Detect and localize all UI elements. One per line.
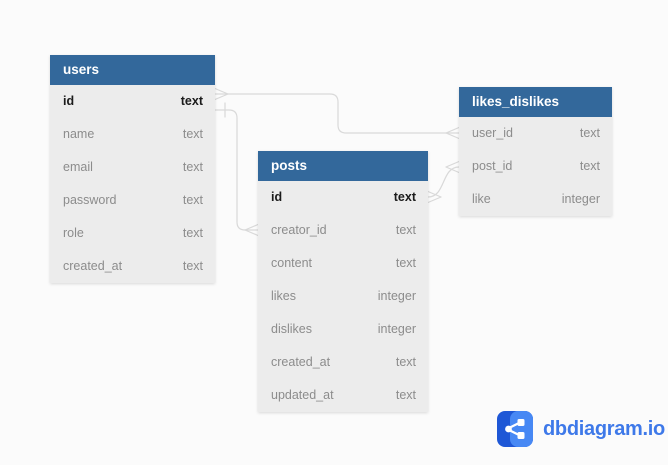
field-type: text (579, 126, 600, 140)
field-row-users-role[interactable]: role text (50, 217, 215, 250)
field-name: id (63, 94, 75, 108)
field-row-users-id[interactable]: id text (50, 85, 215, 118)
table-title: posts (271, 158, 308, 173)
field-type: text (182, 259, 203, 273)
table-header[interactable]: users (50, 55, 215, 85)
relationship-posts-id--likes_dislikes-post_id[interactable] (427, 160, 460, 204)
field-name: id (271, 190, 283, 204)
field-row-posts-created_at[interactable]: created_at text (258, 346, 428, 379)
field-type: text (395, 355, 416, 369)
field-type: text (182, 160, 203, 174)
field-name: like (472, 192, 491, 206)
table-users[interactable]: users id text name text email text password tex… (50, 55, 215, 283)
field-name: created_at (271, 355, 331, 369)
field-name: email (63, 160, 93, 174)
field-row-users-password[interactable]: password text (50, 184, 215, 217)
field-name: updated_at (271, 388, 334, 402)
relationship-users-id--posts-creator_id[interactable] (214, 102, 259, 237)
field-type: text (579, 159, 600, 173)
field-name: creator_id (271, 223, 327, 237)
field-name: post_id (472, 159, 513, 173)
crow-foot-marker (214, 87, 229, 101)
field-type: text (182, 226, 203, 240)
field-row-likes_dislikes-user_id[interactable]: user_id text (459, 117, 612, 150)
field-row-likes_dislikes-post_id[interactable]: post_id text (459, 150, 612, 183)
field-row-users-created_at[interactable]: created_at text (50, 250, 215, 283)
table-title: likes_dislikes (472, 94, 560, 109)
dbdiagram-logo-link[interactable]: dbdiagram.io (497, 411, 665, 447)
table-header[interactable]: likes_dislikes (459, 87, 612, 117)
field-type: integer (377, 289, 416, 303)
field-name: user_id (472, 126, 513, 140)
field-type: integer (377, 322, 416, 336)
field-row-users-email[interactable]: email text (50, 151, 215, 184)
field-name: likes (271, 289, 297, 303)
field-type: text (395, 388, 416, 402)
field-name: dislikes (271, 322, 312, 336)
table-rows: id text name text email text password text role t… (50, 85, 215, 283)
field-row-likes_dislikes-like[interactable]: like integer (459, 183, 612, 216)
table-title: users (63, 62, 100, 77)
field-name: created_at (63, 259, 123, 273)
crow-foot-marker (445, 160, 460, 174)
dbdiagram-logo-text: dbdiagram.io (543, 418, 665, 440)
crow-foot-marker (244, 223, 259, 237)
field-row-posts-id[interactable]: id text (258, 181, 428, 214)
field-row-posts-creator_id[interactable]: creator_id text (258, 214, 428, 247)
relationship-users-id--likes_dislikes-user_id[interactable] (214, 87, 460, 140)
crow-foot-marker (445, 126, 460, 140)
field-row-posts-content[interactable]: content text (258, 247, 428, 280)
field-row-posts-dislikes[interactable]: dislikes integer (258, 313, 428, 346)
field-name: role (63, 226, 84, 240)
field-name: password (63, 193, 117, 207)
crow-foot-marker (427, 190, 442, 204)
field-type: text (182, 193, 203, 207)
field-type: text (395, 256, 416, 270)
field-type: text (180, 94, 203, 108)
field-row-posts-updated_at[interactable]: updated_at text (258, 379, 428, 412)
field-type: integer (561, 192, 600, 206)
field-name: content (271, 256, 313, 270)
dbdiagram-logo-icon (497, 411, 533, 447)
table-header[interactable]: posts (258, 151, 428, 181)
field-row-users-name[interactable]: name text (50, 118, 215, 151)
field-type: text (395, 223, 416, 237)
field-row-posts-likes[interactable]: likes integer (258, 280, 428, 313)
field-name: name (63, 127, 95, 141)
field-type: text (182, 127, 203, 141)
field-type: text (393, 190, 416, 204)
